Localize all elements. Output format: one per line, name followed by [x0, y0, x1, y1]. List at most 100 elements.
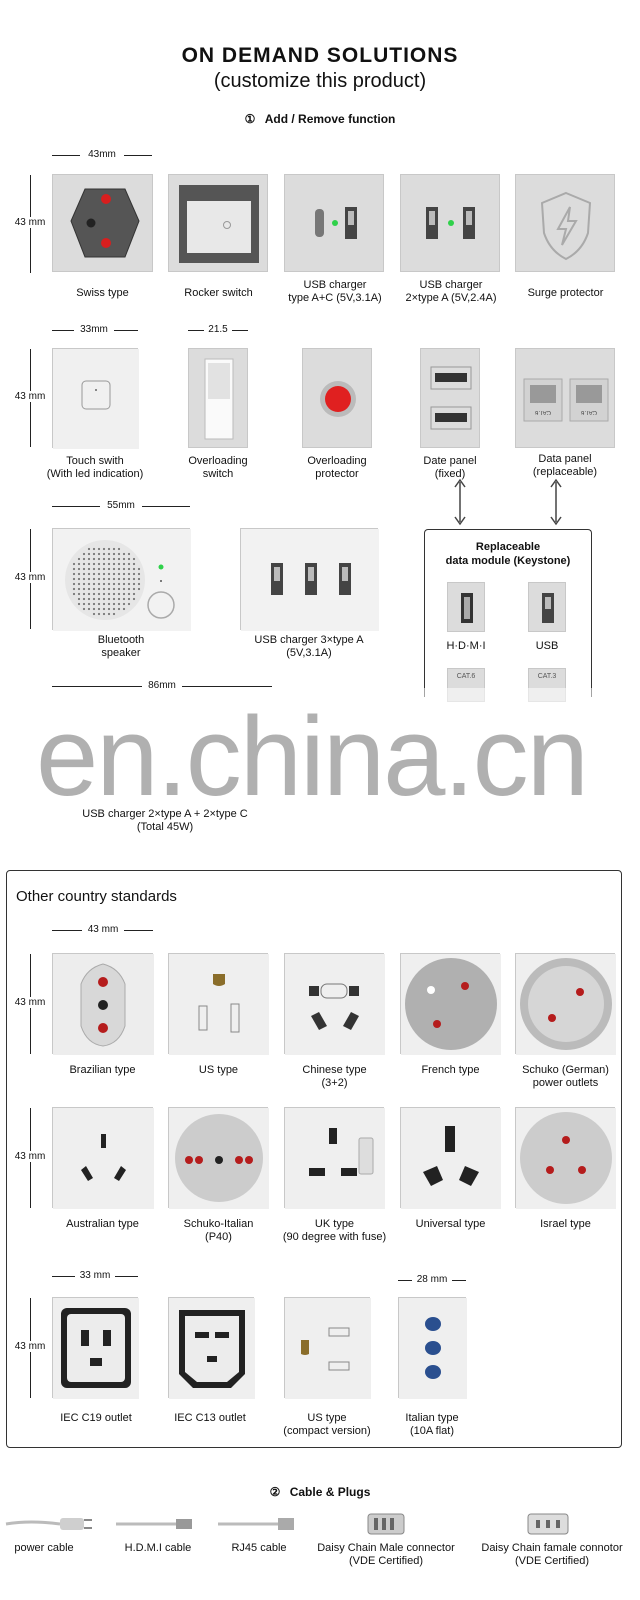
schuko-italian-socket-tile	[168, 1107, 269, 1209]
data-panel-tile: CAT.6 CAT.6	[515, 348, 615, 448]
brazilian-socket-icon	[53, 954, 154, 1055]
step-1-number: ①	[244, 112, 256, 126]
dimension-label: 43 mm	[10, 1151, 50, 1162]
cat3-keystone-label: CAT.3	[537, 673, 557, 680]
label-hdmi-keystone: H·D·M·I	[446, 640, 486, 652]
dimension-label: 43 mm	[10, 1341, 50, 1352]
label-bluetooth-speaker: Bluetooth speaker	[97, 634, 145, 659]
israel-socket-tile	[515, 1107, 616, 1209]
dimension-label: 43 mm	[10, 391, 50, 402]
reset-button-icon	[320, 381, 356, 417]
uk-socket-tile	[284, 1107, 385, 1209]
dimension-label: 86mm	[142, 680, 182, 691]
italian-socket-tile	[398, 1297, 467, 1399]
us-socket-tile	[168, 953, 269, 1055]
iec-c13-icon	[169, 1298, 255, 1399]
step-2-label: Cable & Plugs	[289, 1485, 371, 1499]
label-overloading-protector: Overloading protector	[307, 455, 367, 480]
label-usb-keystone: USB	[535, 640, 559, 652]
hdmi-port-icon	[461, 593, 473, 623]
country-standards-panel	[6, 870, 622, 1448]
keystone-title: Replaceable data module (Keystone)	[445, 541, 571, 567]
label-touch-switch: Touch swith (With led indication)	[46, 455, 144, 480]
label-us-compact: US type (compact version)	[283, 1412, 371, 1437]
label-power-cable: power cable	[14, 1542, 74, 1554]
label-usb-aa: USB charger 2×type A (5V,2.4A)	[405, 279, 497, 304]
hdmi-ports-icon	[430, 366, 472, 430]
us-compact-socket-icon	[285, 1298, 371, 1399]
label-universal: Universal type	[415, 1218, 486, 1230]
page-subtitle: (customize this product)	[213, 70, 427, 92]
step-2-heading: ② Cable & Plugs	[0, 1485, 640, 1499]
date-panel-tile	[420, 348, 480, 448]
universal-socket-icon	[401, 1108, 501, 1209]
dimension-label: 33 mm	[75, 1270, 115, 1281]
label-daisy-male: Daisy Chain Male connector (VDE Certifie…	[317, 1542, 455, 1567]
uk-socket-icon	[285, 1108, 385, 1209]
label-australian: Australian type	[66, 1218, 139, 1230]
double-arrow-icon	[454, 478, 562, 526]
dimension-label: 28 mm	[412, 1274, 452, 1285]
label-data-panel: Data panel (replaceable)	[532, 453, 598, 478]
usb-aa-icon	[426, 207, 475, 239]
brazilian-socket-tile	[52, 953, 154, 1055]
australian-socket-icon	[53, 1108, 154, 1209]
label-italian: Italian type (10A flat)	[405, 1412, 459, 1437]
cat6-keystone-label: CAT.6	[456, 673, 476, 680]
label-french: French type	[421, 1064, 480, 1076]
chinese-socket-icon	[285, 954, 385, 1055]
page-title: ON DEMAND SOLUTIONS	[181, 44, 459, 67]
shield-lightning-icon	[540, 191, 592, 261]
step-2-number: ②	[269, 1485, 281, 1499]
label-overloading-switch: Overloading switch	[188, 455, 248, 480]
touch-switch-tile	[52, 348, 139, 449]
italian-socket-icon	[399, 1298, 467, 1399]
usb-keystone-tile	[528, 582, 566, 632]
bluetooth-speaker-tile	[52, 528, 191, 631]
rocker-switch-icon	[179, 185, 259, 263]
french-socket-icon	[401, 954, 501, 1055]
speaker-grille-icon	[53, 529, 191, 631]
label-us: US type	[198, 1064, 239, 1076]
label-surge-protector: Surge protector	[527, 287, 604, 299]
cables-strip	[5, 1513, 569, 1535]
label-uk: UK type (90 degree with fuse)	[282, 1218, 387, 1243]
surge-protector-tile	[515, 174, 615, 272]
label-date-panel: Date panel (fixed)	[423, 455, 477, 480]
label-brazilian: Brazilian type	[69, 1064, 136, 1076]
label-daisy-female: Daisy Chain famale connotor (VDE Certifi…	[481, 1542, 623, 1567]
usb-port-icon	[542, 593, 554, 623]
hdmi-cable-icon	[116, 1519, 192, 1529]
label-rocker-switch: Rocker switch	[184, 287, 253, 299]
toggle-switch-icon	[204, 358, 234, 440]
label-rj45-cable: RJ45 cable	[231, 1542, 287, 1554]
us-compact-tile	[284, 1297, 371, 1399]
rj45-cable-icon	[218, 1518, 294, 1530]
label-usb-ac: USB charger type A+C (5V,3.1A)	[288, 279, 382, 304]
israel-socket-icon	[516, 1108, 616, 1209]
dimension-label: 21.5	[204, 324, 232, 335]
touch-button-icon	[53, 349, 139, 449]
universal-socket-tile	[400, 1107, 501, 1209]
iec-c19-tile	[52, 1297, 139, 1399]
dimension-label: 33mm	[74, 324, 114, 335]
label-israel: Israel type	[540, 1218, 591, 1230]
rocker-switch-tile	[168, 174, 268, 272]
us-socket-icon	[169, 954, 269, 1055]
daisy-female-connector-icon	[527, 1513, 569, 1535]
iec-c19-icon	[53, 1298, 139, 1399]
dimension-label: 43 mm	[10, 217, 50, 228]
label-schuko: Schuko (German) power outlets	[522, 1064, 609, 1089]
cat6-port-label: CAT.6	[535, 409, 551, 415]
watermark: en.china.cn	[36, 694, 589, 819]
usb-triple-icon	[241, 529, 379, 631]
daisy-male-connector-icon	[367, 1513, 405, 1535]
usb-ac-icon	[315, 207, 357, 239]
dimension-label: 43 mm	[10, 997, 50, 1008]
label-hdmi-cable: H.D.M.I cable	[124, 1542, 192, 1554]
schuko-socket-icon	[516, 954, 616, 1055]
label-chinese: Chinese type (3+2)	[302, 1064, 367, 1089]
cat6-port-label: CAT.6	[581, 409, 597, 415]
step-1-label: Add / Remove function	[264, 112, 396, 126]
label-schuko-italian: Schuko-Italian (P40)	[183, 1218, 254, 1243]
